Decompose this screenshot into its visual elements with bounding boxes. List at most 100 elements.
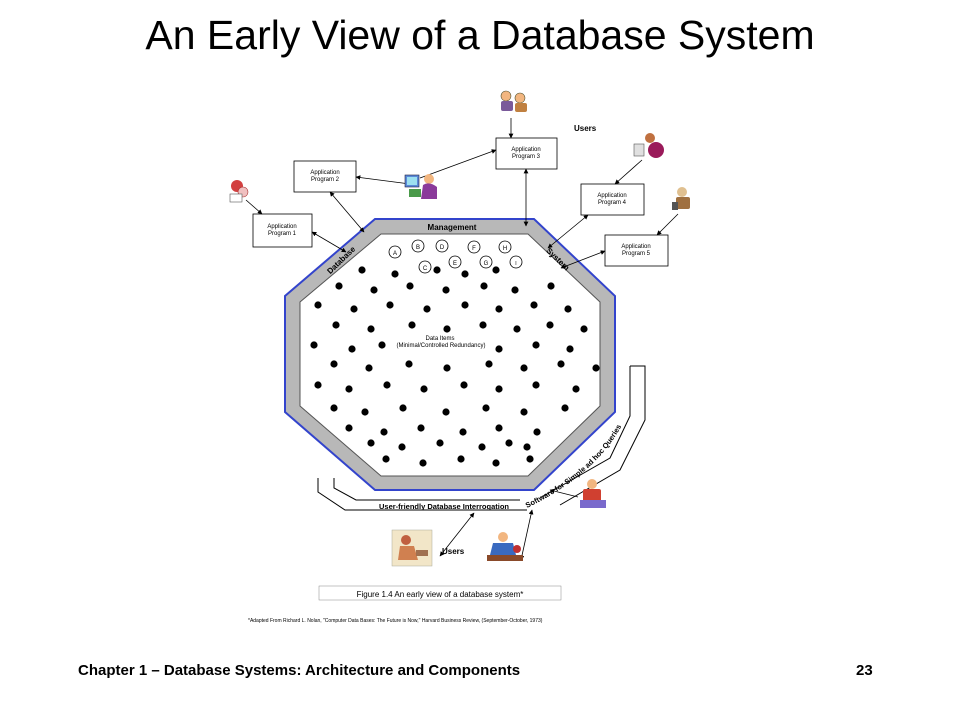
- data-item-dot: [480, 282, 488, 290]
- connector-users-bottom-right: [519, 509, 534, 561]
- data-item-dot: [460, 381, 468, 389]
- connector-program-1: [311, 231, 347, 253]
- data-item-dot: [557, 360, 565, 368]
- data-item-dot: [383, 381, 391, 389]
- program-3-line1: Application: [511, 147, 540, 153]
- data-item-letter-e: E: [453, 261, 457, 267]
- data-item-dots: [310, 266, 600, 467]
- data-item-dot: [546, 321, 554, 329]
- data-item-dot: [442, 408, 450, 416]
- figure-caption-text: Figure 1.4 An early view of a database s…: [357, 590, 524, 599]
- data-item-circle-d: D: [435, 239, 449, 253]
- data-item-dot: [547, 282, 555, 290]
- chapter-footer: Chapter 1 – Database Systems: Architectu…: [78, 662, 521, 679]
- data-item-dot: [532, 381, 540, 389]
- bottom-connectors: [439, 488, 579, 561]
- data-item-circle-e: E: [448, 255, 462, 269]
- data-item-letter-f: F: [472, 246, 476, 252]
- user-figure-computer: [404, 174, 437, 199]
- program-3-line2: Program 3: [512, 154, 541, 160]
- user-figure-bottom-left: [391, 529, 433, 567]
- figure-caption: Figure 1.4 An early view of a database s…: [318, 585, 562, 601]
- data-item-dot: [566, 345, 574, 353]
- application-program-3: Application Program 3: [495, 137, 558, 170]
- data-item-dot: [530, 301, 538, 309]
- data-item-dot: [533, 428, 541, 436]
- user-figure-right-2: [672, 187, 690, 210]
- user-to-program-2: [355, 175, 411, 185]
- data-item-dot: [378, 341, 386, 349]
- program-4-line1: Application: [597, 193, 626, 199]
- data-item-circle-f: F: [467, 240, 481, 254]
- user-figure-left: [229, 180, 249, 203]
- user-to-program-1: [245, 199, 263, 215]
- data-item-dot: [310, 341, 318, 349]
- data-item-dot: [520, 364, 528, 372]
- data-item-dot: [495, 345, 503, 353]
- data-item-dot: [398, 443, 406, 451]
- data-item-dot: [478, 443, 486, 451]
- application-program-1: Application Program 1: [252, 213, 313, 248]
- connector-program-4: [547, 214, 589, 249]
- data-item-dot: [332, 321, 340, 329]
- data-item-dot: [335, 282, 343, 290]
- user-figure-right-1: [633, 133, 664, 158]
- program-5-line1: Application: [621, 244, 650, 250]
- application-program-2: Application Program 2: [293, 160, 357, 193]
- user-to-program-4: [614, 159, 643, 185]
- user-figure-bottom-right: [487, 532, 523, 561]
- figure-footnote: *Adapted From Richard L. Nolan, "Compute…: [248, 618, 543, 624]
- data-item-dot: [382, 455, 390, 463]
- data-item-dot: [561, 404, 569, 412]
- data-item-dot: [461, 270, 469, 278]
- data-item-dot: [485, 360, 493, 368]
- data-item-dot: [513, 325, 521, 333]
- data-item-dot: [380, 428, 388, 436]
- data-item-dot: [365, 364, 373, 372]
- data-item-letter-g: G: [484, 261, 489, 267]
- data-item-dot: [511, 286, 519, 294]
- data-item-dot: [348, 345, 356, 353]
- data-item-circle-g: G: [479, 255, 493, 269]
- user-connectors: [245, 118, 679, 236]
- data-item-dot: [526, 455, 534, 463]
- user-to-program-3a: [419, 149, 497, 179]
- data-item-dot: [361, 408, 369, 416]
- program-1-line2: Program 1: [268, 231, 297, 237]
- data-item-dot: [436, 439, 444, 447]
- program-5-line2: Program 5: [622, 251, 651, 257]
- data-item-dot: [386, 301, 394, 309]
- user-to-program-5: [656, 213, 679, 236]
- data-item-dot: [479, 321, 487, 329]
- data-item-circle-b: B: [411, 239, 425, 253]
- data-item-dot: [495, 305, 503, 313]
- data-item-dot: [592, 364, 600, 372]
- connector-program-5: [560, 250, 606, 269]
- application-program-5: Application Program 5: [604, 234, 669, 267]
- data-item-dot: [406, 282, 414, 290]
- data-item-letter-b: B: [416, 245, 420, 251]
- data-item-dot: [457, 455, 465, 463]
- data-item-letter-a: A: [393, 251, 397, 257]
- data-item-dot: [345, 385, 353, 393]
- data-item-dot: [495, 424, 503, 432]
- data-item-dot: [408, 321, 416, 329]
- data-item-dot: [495, 385, 503, 393]
- data-item-dot: [370, 286, 378, 294]
- data-item-dot: [523, 443, 531, 451]
- dbms-label-top: Management: [428, 223, 477, 232]
- data-item-dot: [442, 286, 450, 294]
- program-connectors: [311, 168, 606, 269]
- data-item-dot: [443, 364, 451, 372]
- data-item-dot: [532, 341, 540, 349]
- data-item-dot: [419, 459, 427, 467]
- data-item-dot: [420, 385, 428, 393]
- connector-program-2: [329, 191, 365, 233]
- dbms-inner-area: [299, 233, 601, 477]
- data-items-sublabel: (Minimal/Controlled Redundancy): [396, 343, 485, 349]
- data-item-dot: [505, 439, 513, 447]
- data-item-dot: [358, 266, 366, 274]
- data-item-dot: [399, 404, 407, 412]
- slide-title: An Early View of a Database System: [145, 12, 815, 58]
